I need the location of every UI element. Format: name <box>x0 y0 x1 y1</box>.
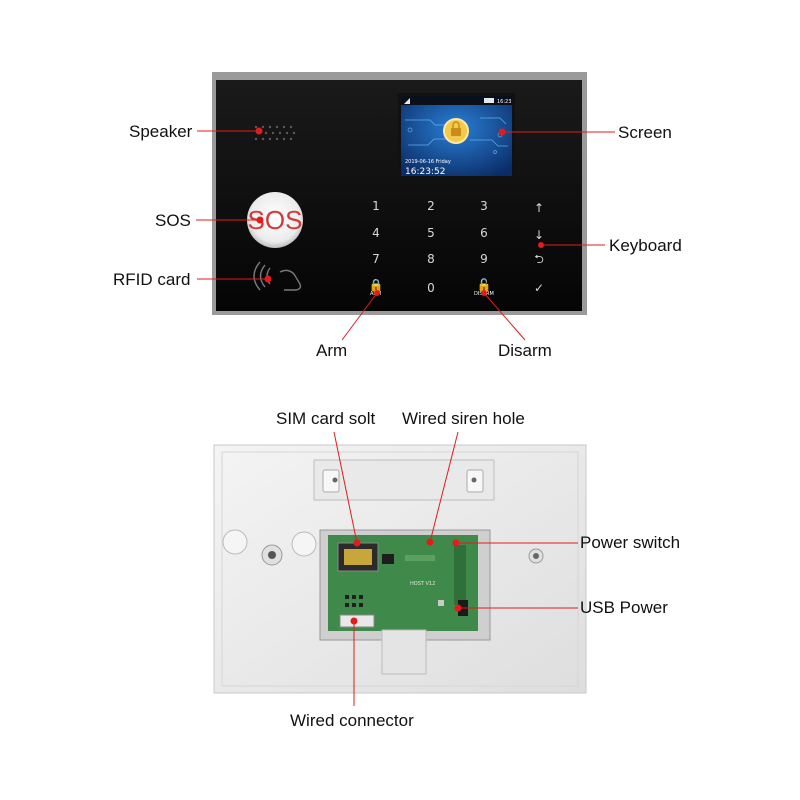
rfid-label: RFID card <box>113 270 190 289</box>
key-4[interactable]: 4 <box>372 226 380 240</box>
keyboard-label: Keyboard <box>609 236 682 255</box>
key-1[interactable]: 1 <box>372 199 380 213</box>
disarm-label: Disarm <box>498 341 552 360</box>
screen-date: 2019-06-16 Friday <box>405 159 451 165</box>
key-arm-lock-icon[interactable]: 🔒 <box>369 278 384 292</box>
arm-label: Arm <box>316 341 347 360</box>
key-3[interactable]: 3 <box>480 199 488 213</box>
status-time: 16:23 <box>497 99 511 105</box>
key-2[interactable]: 2 <box>427 199 435 213</box>
key-disarm-unlock-icon[interactable]: 🔓 <box>477 278 492 292</box>
key-back[interactable]: ⮌ <box>534 252 544 266</box>
front-callouts <box>196 127 615 341</box>
usb-label: USB Power <box>580 598 668 617</box>
circuit-lines <box>405 117 508 154</box>
signal-icon <box>404 98 410 104</box>
speaker-label: Speaker <box>129 122 193 141</box>
screw-holes <box>222 529 544 566</box>
sos-label: SOS <box>155 211 191 230</box>
back-panel: HOST V12 SIM card solt Wired siren hole … <box>213 409 680 730</box>
front-panel: SOS 16:23 2019-06-16 Friday 16:23:52 <box>113 72 682 360</box>
key-up[interactable]: ↑ <box>534 201 544 215</box>
key-down[interactable]: ↓ <box>534 228 544 242</box>
key-9[interactable]: 9 <box>480 252 488 266</box>
key-confirm[interactable]: ✓ <box>534 281 544 295</box>
key-0[interactable]: 0 <box>427 281 435 295</box>
key-8[interactable]: 8 <box>427 252 435 266</box>
siren-label: Wired siren hole <box>402 409 525 428</box>
board-text: HOST V12 <box>410 581 435 587</box>
key-7[interactable]: 7 <box>372 252 380 266</box>
key-6[interactable]: 6 <box>480 226 488 240</box>
sim-label: SIM card solt <box>276 409 375 428</box>
power-switch-label: Power switch <box>580 533 680 552</box>
screen-label: Screen <box>618 123 672 142</box>
screen-time: 16:23:52 <box>405 167 445 177</box>
lcd-screen: 16:23 2019-06-16 Friday 16:23:52 <box>398 93 515 179</box>
pcb-components <box>345 545 466 607</box>
sos-button[interactable]: SOS <box>247 192 303 248</box>
battery-icon <box>484 98 494 103</box>
key-5[interactable]: 5 <box>427 226 435 240</box>
connector-label: Wired connector <box>290 711 414 730</box>
back-callouts <box>333 431 578 706</box>
